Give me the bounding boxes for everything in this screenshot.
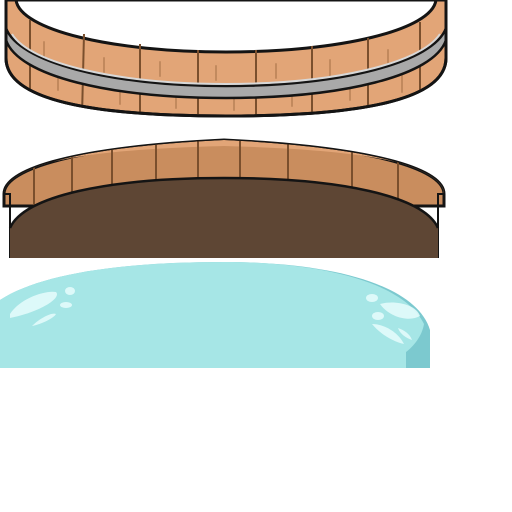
water-highlights — [10, 287, 420, 344]
tub-water — [0, 262, 430, 368]
rim-opening — [14, 0, 438, 54]
water-body — [0, 262, 424, 368]
tub-back-wall — [2, 138, 446, 258]
tub-rim-front — [4, 0, 448, 118]
wall-interior — [10, 178, 438, 258]
